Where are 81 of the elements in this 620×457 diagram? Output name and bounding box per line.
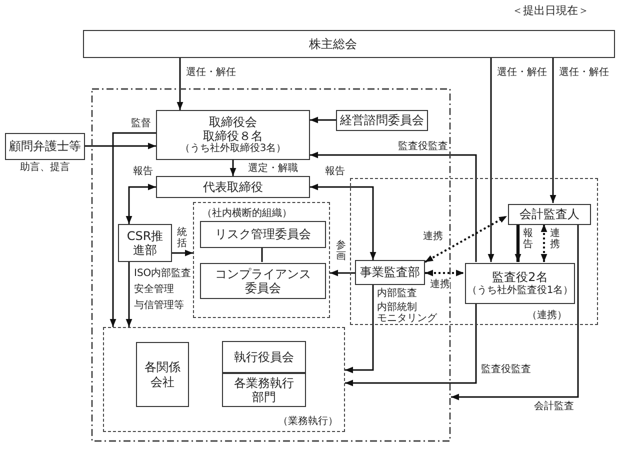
org-box <box>222 341 306 373</box>
arrow <box>451 224 579 400</box>
box-text: 株主総会 <box>309 36 357 52</box>
edge-label: 報告 <box>133 166 153 178</box>
connector-line <box>261 247 263 262</box>
org-box <box>156 176 310 198</box>
arrow <box>550 58 556 203</box>
org-box <box>336 110 428 131</box>
arrow <box>310 184 376 260</box>
box-text: リスク管理委員会 <box>215 227 311 242</box>
edge-label: 連携 <box>423 231 443 244</box>
arrow <box>172 250 193 256</box>
edge-label: 監査役監査 <box>481 364 531 376</box>
org-box <box>5 133 85 160</box>
box-text: 経営諮問委員会 <box>340 113 424 128</box>
org-box <box>200 221 326 248</box>
box-text: コンプライアンス委員会 <box>214 266 312 296</box>
arrow <box>85 142 156 150</box>
box-text: 事業監査部 <box>360 265 420 280</box>
arrow <box>345 303 477 386</box>
arrow <box>126 184 156 224</box>
box-text: 顧問弁護士等 <box>9 139 81 154</box>
box-text: 取締役会 <box>209 114 257 129</box>
box-text: 監査役2名 <box>492 270 548 284</box>
box-text: CSR推進部 <box>126 228 164 258</box>
arrow <box>110 132 156 327</box>
arrow <box>514 224 522 262</box>
org-box <box>465 263 575 304</box>
arrow <box>310 116 336 124</box>
group-label: （連携） <box>527 308 567 322</box>
box-text: 取締役８名 <box>203 129 263 143</box>
edge-label: 選任・解任 <box>186 67 236 80</box>
arrow <box>176 58 184 110</box>
box-text: 会計監査人 <box>520 207 580 222</box>
org-box <box>508 204 591 225</box>
org-box <box>200 263 326 299</box>
edge-label: 選任・解任 <box>497 67 547 80</box>
edge-label: 報告 <box>325 166 345 178</box>
org-box <box>118 224 172 262</box>
note-text: ISO内部監査 <box>134 268 192 280</box>
note-text: 安全管理 <box>134 284 174 296</box>
group-label: （業務執行） <box>278 414 338 428</box>
edge-label: 監査役監査 <box>398 141 448 154</box>
note-text: 内部統制 <box>377 302 417 314</box>
org-box <box>136 342 189 407</box>
org-box <box>222 373 306 407</box>
edge-label: 統括 <box>177 227 187 249</box>
group-label: （社内横断的組織） <box>202 206 292 220</box>
edge-label: 選任・解任 <box>559 67 609 80</box>
arrow <box>126 262 132 327</box>
arrow <box>310 152 477 262</box>
note-text: モニタリング <box>377 313 437 326</box>
org-box <box>83 30 615 58</box>
arrow <box>424 215 508 263</box>
box-text: （うち社外監査役1名） <box>466 284 574 297</box>
note-text: 内部監査 <box>377 288 417 300</box>
arrow <box>540 224 548 262</box>
org-box <box>355 260 425 285</box>
edge-label: 監督 <box>131 118 151 130</box>
arrow <box>425 270 464 276</box>
note-text: 与信管理等 <box>134 300 184 312</box>
box-text: 各関係会社 <box>144 360 182 389</box>
box-text: 各業務執行部門 <box>233 376 295 404</box>
box-text: 代表取締役 <box>203 180 263 194</box>
box-text: 執行役員会 <box>234 350 294 364</box>
group-frame <box>103 327 345 432</box>
group-frame <box>193 202 330 318</box>
edge-label: 選定・解職 <box>248 163 298 176</box>
arrow <box>488 58 494 262</box>
arrow <box>230 160 236 176</box>
arrow <box>330 270 355 276</box>
org-box <box>156 110 310 160</box>
edge-label: 報告 <box>523 228 533 250</box>
arrow <box>345 285 374 374</box>
date-note: ＜提出日現在＞ <box>512 4 589 18</box>
edge-label: 会計監査 <box>534 401 574 414</box>
edge-label: 連携 <box>550 228 560 250</box>
note-text: 助言、提言 <box>20 162 70 174</box>
edge-label: 連携 <box>430 279 450 292</box>
edge-label: 参画 <box>336 240 346 262</box>
box-text: （うち社外取締役3名） <box>180 143 286 156</box>
